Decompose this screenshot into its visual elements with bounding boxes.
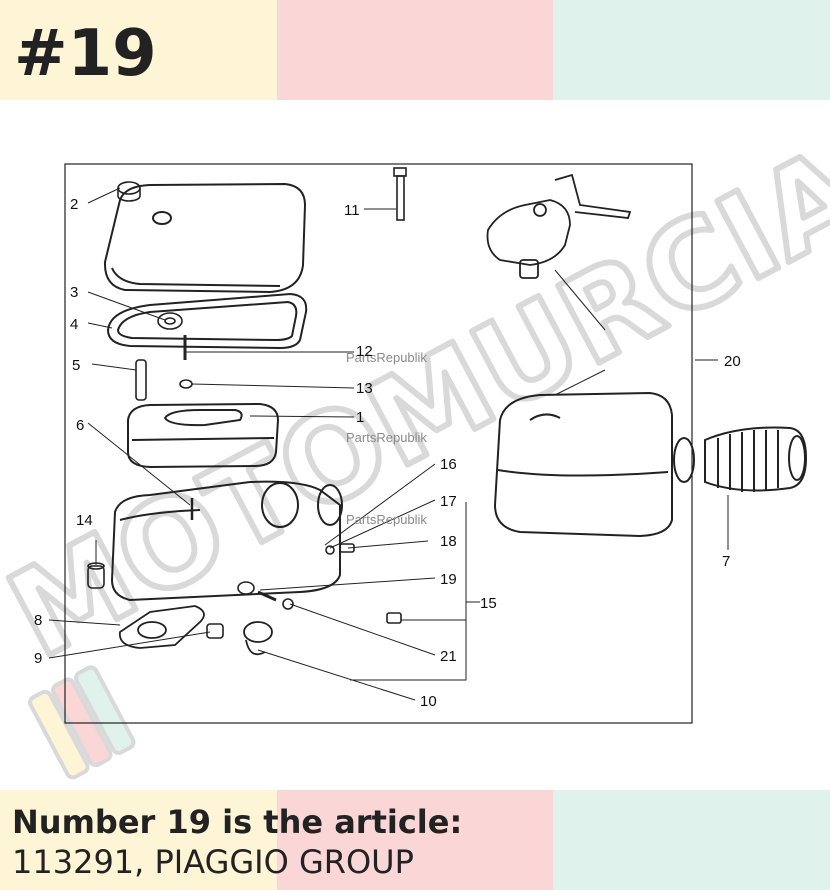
callout-19: 19 [440, 571, 457, 588]
part-8-flange-plate [118, 605, 205, 649]
partsrepublik-watermark-2: PartsRepublik [346, 430, 427, 445]
part-10-clamp [243, 621, 273, 656]
callout-18: 18 [440, 533, 457, 550]
bottom-band-yellow [0, 790, 277, 890]
part-3-grommet [157, 312, 183, 330]
partsrepublik-watermark-1: PartsRepublik [346, 350, 427, 365]
part-5-bolt [135, 359, 147, 401]
part-9-nut [206, 623, 224, 639]
callout-12: 12 [356, 343, 373, 360]
part-20-tank [493, 391, 695, 538]
motomurcia-watermark-logo: MOTOMURCIA [0, 118, 830, 688]
callout-21: 21 [440, 648, 457, 665]
callout-3: 3 [70, 284, 78, 301]
filter-box-base [110, 480, 343, 602]
callout-20: 20 [724, 353, 741, 370]
callout-14: 14 [76, 512, 93, 529]
top-band-pink [277, 0, 553, 100]
part-13-washer [179, 379, 193, 389]
callout-1: 1 [356, 409, 364, 426]
bottom-band-mint [553, 790, 830, 890]
callout-15: 15 [480, 595, 497, 612]
part-20-fuel-tap [486, 173, 632, 279]
top-band-yellow [0, 0, 277, 100]
callout-13: 13 [356, 380, 373, 397]
callout-7: 7 [722, 553, 730, 570]
part-4-gasket [106, 292, 308, 350]
callout-10: 10 [420, 693, 437, 710]
callout-11: 11 [344, 202, 360, 219]
watermark-color-stripes [28, 665, 136, 780]
part-7-bellows [704, 426, 808, 492]
callout-2: 2 [70, 196, 78, 213]
part-number-title: #19 [14, 17, 157, 91]
top-band-mint [553, 0, 830, 100]
part-11-screw [393, 167, 407, 221]
callout-5: 5 [72, 357, 80, 374]
part-2-cap [117, 181, 141, 202]
leader-lines [48, 187, 729, 701]
diagram-frame [64, 163, 693, 724]
callout-16: 16 [440, 456, 457, 473]
callout-6: 6 [76, 417, 84, 434]
motomurcia-logo-lettering: MOTOMURCIA [0, 121, 830, 685]
callout-4: 4 [70, 316, 78, 333]
bottom-band-pink [277, 790, 553, 890]
part-1-filter-element [127, 402, 280, 469]
partsrepublik-watermark-3: PartsRepublik [346, 512, 427, 527]
filter-cover [103, 182, 307, 294]
small-valve-parts [237, 543, 402, 624]
article-heading: Number 19 is the article: [12, 803, 463, 841]
callout-8: 8 [34, 612, 42, 629]
callout-17: 17 [440, 493, 457, 510]
article-code-manufacturer: 113291, PIAGGIO GROUP [12, 843, 414, 881]
callout-9: 9 [34, 650, 42, 667]
